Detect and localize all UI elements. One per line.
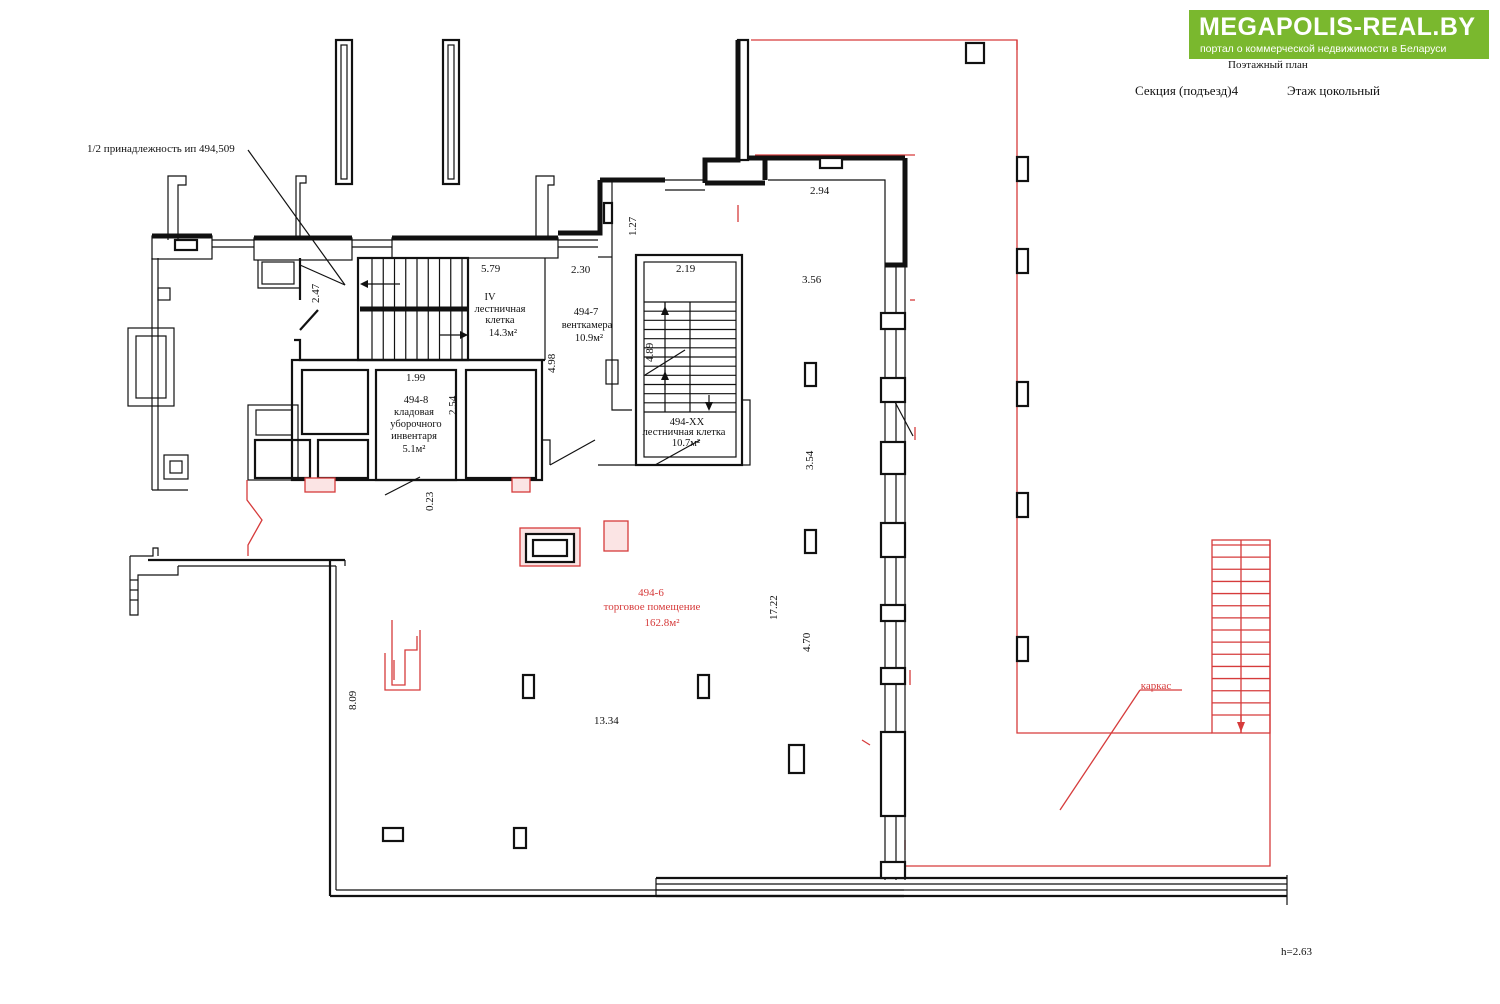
annex-stair [1211,539,1271,734]
room-storage-name1: кладовая [394,407,434,418]
room-storage-name2: уборочного [390,419,441,430]
logo-brand: MEGAPOLIS-REAL.BY [1199,13,1476,41]
dim-199: 1.99 [406,372,426,384]
dim-230: 2.30 [571,264,591,276]
room-vent-number: 494-7 [574,307,599,318]
plan-title: Поэтажный план [1228,59,1308,71]
dim-1334: 13.34 [594,715,619,727]
lower-rooms [247,257,613,496]
outer-walls [129,547,1288,905]
room-stair-iv-name2: клетка [485,315,515,326]
room-stair-iv-number: IV [484,292,495,303]
room-storage-name3: инвентаря [391,431,437,442]
room-retail-name: торговое помещение [604,601,701,613]
room-vent-area: 10.9м² [575,333,603,344]
site-logo[interactable]: MEGAPOLIS-REAL.BY портал о коммерческой … [1189,10,1489,59]
dim-127: 1.27 [627,216,639,236]
section-label: Секция (подъезд)4 [1135,83,1239,98]
ownership-note: 1/2 принадлежность ип 494,509 [87,143,235,155]
room-retail-number: 494-6 [638,587,664,599]
dim-470: 4.70 [801,632,813,652]
frame-leader [1059,689,1141,811]
dim-354: 3.54 [804,450,816,470]
room-stair-iv-name1: лестничная [474,304,525,315]
red-openings [246,477,629,691]
annex-columns [964,41,1030,663]
room-stair-iv-area: 14.3м² [489,328,517,339]
dim-579: 5.79 [481,263,501,275]
dim-1722: 17.22 [768,595,780,620]
room-stair-xx-area: 10.7м² [672,438,700,449]
room-retail-area: 162.8м² [644,617,680,629]
top-posts [167,38,555,240]
floor-label: Этаж цокольный [1287,83,1380,98]
room-storage-number: 494-8 [404,395,429,406]
room-stair-xx-number: 494-ХХ [670,417,705,428]
red-frame-outline [737,39,1271,867]
room-vent-name: венткамера [562,320,613,331]
dim-294: 2.94 [810,185,830,197]
retail-right-wall [879,158,914,880]
logo-tagline: портал о коммерческой недвижимости в Бел… [1200,43,1447,55]
dim-809: 8.09 [347,690,359,710]
upper-walls [558,38,905,265]
stair-xx [598,253,751,467]
retail-columns [381,361,818,850]
dim-219: 2.19 [676,263,696,275]
height-note: h=2.63 [1281,946,1312,958]
dim-498: 4.98 [546,353,558,373]
dim-489: 4.89 [644,342,656,362]
frame-label: каркас [1141,680,1172,692]
room-stair-xx-name: лестничная клетка [643,427,726,438]
dim-247: 2.47 [310,283,322,303]
room-storage-area: 5.1м² [403,444,426,455]
dim-023: 0.23 [424,491,436,511]
dim-356: 3.56 [802,274,822,286]
dim-254: 2.54 [447,395,459,415]
left-block-walls [127,233,559,491]
